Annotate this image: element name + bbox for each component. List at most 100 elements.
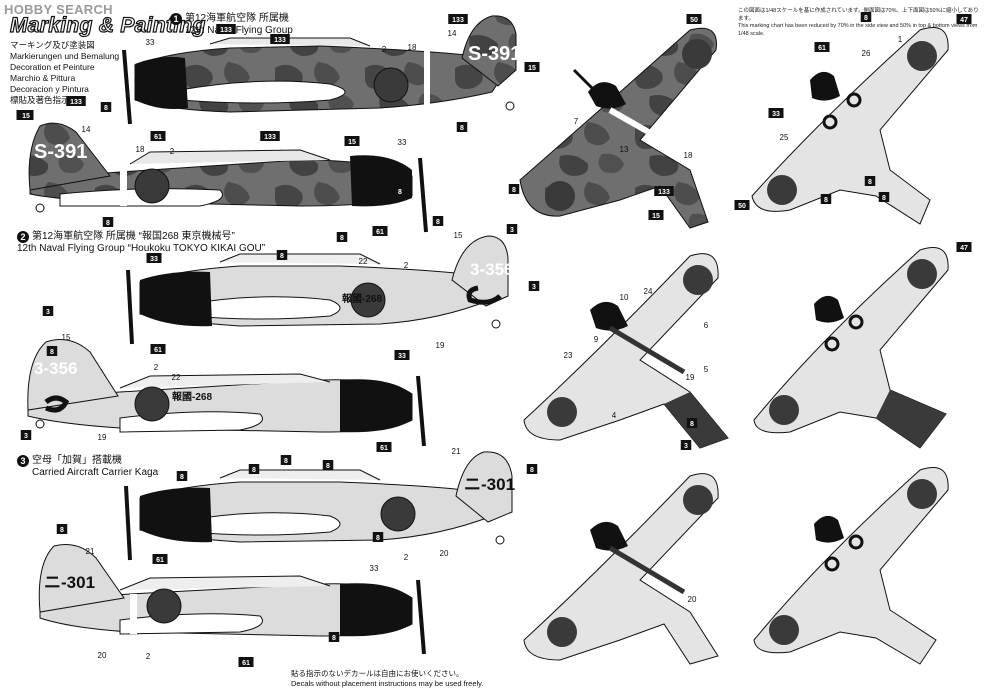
decal-callout: 15 <box>648 210 664 220</box>
callout-number: 61 <box>818 45 826 52</box>
callout-number: 133 <box>658 189 670 196</box>
decal-callout: 6 <box>704 321 709 330</box>
callout-number: 3 <box>24 433 28 440</box>
callout-number: 20 <box>688 595 697 604</box>
callout-number: 33 <box>398 138 407 147</box>
decal-callout: 33 <box>398 138 407 147</box>
callout-number: 8 <box>332 635 336 642</box>
callout-box <box>686 14 702 24</box>
scheme-jp: 第12海軍航空隊 所属機 “報国268 東京機械号” <box>32 231 235 242</box>
decal-callout: 8 <box>432 216 444 226</box>
callout-box <box>146 253 162 263</box>
callout-number: 8 <box>252 467 256 474</box>
callout-box <box>878 192 890 202</box>
decal-callout: 33 <box>768 108 784 118</box>
decal-callout: 8 <box>878 192 890 202</box>
callout-box <box>956 242 972 252</box>
callout-number: 133 <box>70 99 82 106</box>
footer-en: Decals without placement instructions ma… <box>291 679 484 688</box>
callout-box <box>648 210 664 220</box>
decal-callout: 61 <box>376 442 392 452</box>
decal-callout: 50 <box>734 200 750 210</box>
callout-box <box>46 346 58 356</box>
decal-callout: 61 <box>150 131 166 141</box>
callout-number: 15 <box>62 333 71 342</box>
callout-number: 22 <box>359 257 368 266</box>
callout-number: 22 <box>172 373 181 382</box>
decal-callout: 33 <box>146 38 155 47</box>
lang-title: マーキング及び塗装図 <box>10 40 95 50</box>
callout-number: 8 <box>882 195 886 202</box>
decal-callout: 47 <box>956 14 972 24</box>
callout-box <box>508 184 520 194</box>
callout-box <box>814 42 830 52</box>
decal-callout: 13 <box>620 145 629 154</box>
decal-callout: 133 <box>260 131 280 141</box>
callout-number: 15 <box>652 213 660 220</box>
decal-callout: 21 <box>452 447 461 456</box>
decal-callout: 22 <box>359 257 368 266</box>
scheme-en: 12th Naval Flying Group <box>185 25 293 36</box>
decal-callout: 133 <box>654 186 674 196</box>
callout-box <box>376 442 392 452</box>
callout-number: 5 <box>704 365 709 374</box>
callout-number: 61 <box>376 229 384 236</box>
decal-callout: 3 <box>528 281 540 291</box>
language-titles: マーキング及び塗装図 Markierungen und Bemalung Dec… <box>10 40 119 106</box>
callout-box <box>102 217 114 227</box>
callout-number: 33 <box>146 38 155 47</box>
callout-number: 23 <box>564 351 573 360</box>
decal-callout: 8 <box>820 194 832 204</box>
callout-number: 1 <box>898 35 903 44</box>
decal-callout: 133 <box>216 24 236 34</box>
callout-box <box>328 632 340 642</box>
callout-number: 47 <box>960 245 968 252</box>
callout-box <box>66 96 86 106</box>
callout-number: 8 <box>868 179 872 186</box>
tail-code: ニ-301 <box>44 573 95 592</box>
decal-callout: 8 <box>508 184 520 194</box>
decal-callout: 61 <box>814 42 830 52</box>
decal-callout: 8 <box>176 471 188 481</box>
callout-box <box>372 226 388 236</box>
decal-callout: 3 <box>42 306 54 316</box>
callout-number: 20 <box>440 549 449 558</box>
decal-callout: 15 <box>524 62 540 72</box>
callout-box <box>372 532 384 542</box>
lang-title: Markierungen und Bemalung <box>10 51 120 61</box>
callout-number: 133 <box>220 27 232 34</box>
scheme-3-side-top: ニ-301 <box>124 451 515 561</box>
callout-box <box>344 136 360 146</box>
lang-title: Marchio & Pittura <box>10 73 76 83</box>
callout-box <box>150 131 166 141</box>
decal-callout: 33 <box>394 350 410 360</box>
plan-scheme-2-bottom <box>753 247 949 449</box>
scale-note-en: This marking chart has been reduced by 7… <box>738 23 978 37</box>
callout-box <box>394 186 406 196</box>
callout-number: 8 <box>864 15 868 22</box>
decal-callout: 8 <box>46 346 58 356</box>
scheme-number: 1 <box>170 13 182 25</box>
callout-number: 2 <box>170 147 175 156</box>
callout-number: 133 <box>274 37 286 44</box>
callout-number: 2 <box>154 363 159 372</box>
callout-number: 21 <box>86 547 95 556</box>
callout-number: 50 <box>738 203 746 210</box>
scheme-en: 12th Naval Flying Group “Houkoku TOKYO K… <box>17 243 266 254</box>
decal-callout: 15 <box>454 231 463 240</box>
decal-callout: 2 <box>170 147 175 156</box>
decal-callout: 21 <box>86 547 95 556</box>
decal-callout: 18 <box>136 145 145 154</box>
callout-number: 2 <box>382 45 387 54</box>
decal-callout: 19 <box>686 373 695 382</box>
callout-box <box>100 102 112 112</box>
plan-scheme-3-bottom <box>753 467 949 665</box>
decal-callout: 50 <box>686 14 702 24</box>
callout-box <box>528 281 540 291</box>
decal-callout: 26 <box>862 49 871 58</box>
decal-callout: 2 <box>154 363 159 372</box>
callout-box <box>150 344 166 354</box>
callout-number: 2 <box>146 652 151 661</box>
tail-code: 3-356 <box>470 260 513 279</box>
